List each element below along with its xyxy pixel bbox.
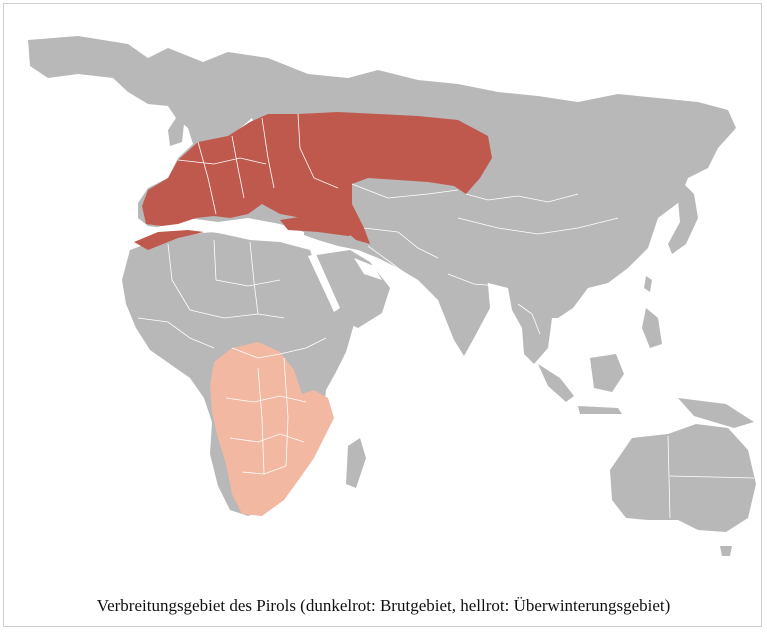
border-southern-africa-1 xyxy=(225,395,307,403)
border-australia-1 xyxy=(667,435,671,519)
breeding-range-anatolia xyxy=(280,214,364,236)
border-central-africa xyxy=(231,337,327,359)
border-australia-2 xyxy=(669,475,755,479)
madagascar-landmass xyxy=(346,438,366,488)
border-india xyxy=(447,273,499,287)
se-asia-landmass xyxy=(508,288,552,364)
mediterranean-sea xyxy=(148,218,304,242)
india-landmass xyxy=(430,276,490,356)
figure-frame: Verbreitungsgebiet des Pirols (dunkelrot… xyxy=(3,3,762,627)
taiwan-landmass xyxy=(644,276,652,292)
japan-landmass xyxy=(668,178,698,254)
border-southern-africa-2 xyxy=(229,433,305,443)
border-europe-1 xyxy=(177,157,267,165)
border-europe-2 xyxy=(197,141,217,215)
border-kazakhstan xyxy=(351,183,459,199)
sumatra-landmass xyxy=(538,364,574,402)
border-europe-3 xyxy=(231,135,245,199)
border-sahara-1 xyxy=(167,243,285,319)
border-mongolia xyxy=(465,193,579,203)
border-se-asia xyxy=(517,303,541,335)
border-europe-4 xyxy=(261,117,275,189)
breeding-range xyxy=(142,112,492,244)
border-russia xyxy=(297,113,339,189)
java-landmass xyxy=(578,406,622,414)
border-southern-africa-4 xyxy=(257,367,265,475)
map-svg xyxy=(28,36,756,556)
border-sahara-3 xyxy=(249,241,259,315)
breeding-range-north-africa xyxy=(134,230,204,250)
border-southern-africa-5 xyxy=(283,357,289,467)
britain-landmass xyxy=(168,118,184,146)
breeding-layer xyxy=(134,112,492,250)
red-sea xyxy=(308,254,340,312)
border-central-asia xyxy=(363,227,439,259)
wintering-layer xyxy=(210,342,334,516)
persian-gulf xyxy=(354,258,382,280)
border-sahara-2 xyxy=(213,239,281,287)
border-west-africa xyxy=(137,317,215,349)
tasmania-landmass xyxy=(720,546,732,556)
borneo-landmass xyxy=(590,354,624,392)
wintering-range xyxy=(210,342,334,516)
figure-caption: Verbreitungsgebiet des Pirols (dunkelrot… xyxy=(96,596,671,615)
philippines-landmass xyxy=(642,308,662,348)
australia-landmass xyxy=(610,424,756,532)
border-layer xyxy=(137,113,755,519)
new-guinea-landmass xyxy=(678,398,754,428)
range-map xyxy=(18,18,758,563)
border-china xyxy=(457,217,619,235)
scandinavia-landmass xyxy=(213,66,268,136)
land-layer xyxy=(28,36,756,556)
border-iran xyxy=(367,245,407,275)
